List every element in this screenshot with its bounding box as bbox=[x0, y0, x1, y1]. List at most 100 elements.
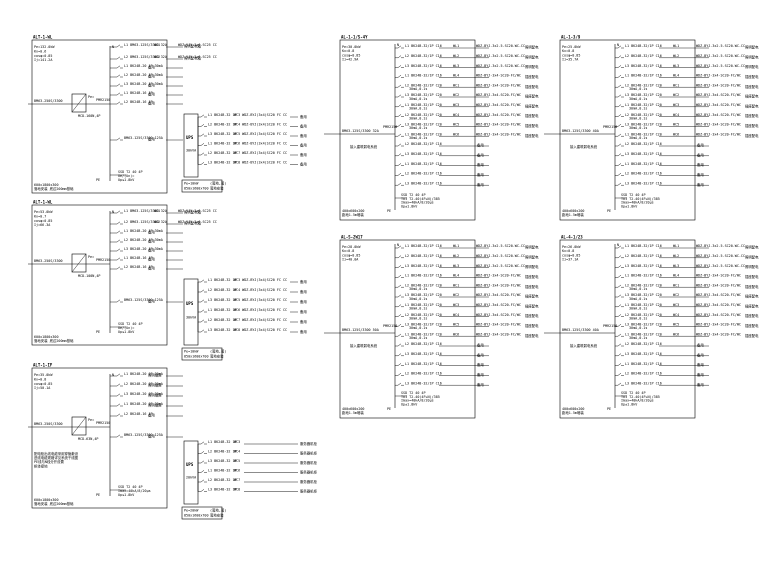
switch-blade bbox=[617, 245, 622, 249]
ups-breaker: L1 BK24B-32 1P bbox=[208, 113, 237, 117]
switch-blade bbox=[200, 133, 205, 137]
switch-blade bbox=[617, 353, 622, 356]
panel-info: cosφ=0.85 bbox=[342, 253, 360, 257]
device-box bbox=[71, 416, 87, 436]
ups-breaker: L2 BK24B-32 1P bbox=[208, 450, 237, 454]
ups-note: 落地安装 bbox=[210, 354, 224, 359]
ups-size-box bbox=[181, 347, 223, 361]
switch-blade bbox=[397, 265, 402, 268]
breaker-symbol bbox=[615, 163, 624, 166]
ups-size: Pe=20kW bbox=[184, 509, 199, 513]
feeder-desc: 备用 bbox=[148, 83, 155, 88]
switch-blade bbox=[617, 104, 622, 107]
branch-desc: 备用 bbox=[697, 382, 704, 387]
switch-blade bbox=[397, 124, 402, 127]
breaker-symbol bbox=[615, 114, 624, 117]
cable-spec: WDZ-BYJ-3x4-SC20-FC/WC bbox=[696, 274, 741, 278]
panel-id: ALT-1-WL bbox=[33, 200, 53, 205]
panel-id: AL-5-2W17 bbox=[341, 235, 363, 240]
breaker-symbol bbox=[198, 309, 207, 313]
feeder-breaker: L2 BK24B-20 1P 30mA bbox=[124, 382, 163, 386]
spd-label: TUI T2-40(4P+N)/385 bbox=[621, 395, 660, 399]
breaker-symbol bbox=[114, 92, 123, 96]
cable-spec: WDZ-BYJ-3x4-SC20-FC/WC bbox=[476, 313, 521, 317]
bus-n-label: N bbox=[397, 243, 399, 247]
ups-box bbox=[183, 440, 199, 505]
panel-mount: 落地安装 底边200mm基础 bbox=[34, 338, 74, 343]
spd-label: Ue/(Un)= bbox=[118, 174, 134, 178]
circuit-number: WL3 bbox=[453, 264, 459, 268]
switch-blade bbox=[617, 94, 622, 98]
spd-label: SSD T2 40 4P bbox=[118, 322, 143, 326]
switch-blade bbox=[116, 137, 121, 141]
cable-spec: WDZ-BYJ-3x2.5-SC20-WC-CC bbox=[696, 244, 745, 248]
branch-desc: 照明配电 bbox=[745, 64, 759, 69]
breaker-symbol bbox=[114, 44, 123, 48]
branch-desc: 插座配电 bbox=[745, 284, 759, 289]
ups-desc: 备用 bbox=[300, 319, 307, 324]
ups-breaker: L2 BK24B-32 1P bbox=[208, 288, 237, 292]
panel-frame bbox=[559, 239, 696, 419]
feeder-desc: 照明配电箱 bbox=[184, 44, 202, 49]
branch-desc: 照明配电 bbox=[745, 54, 759, 59]
device-note: Pe= bbox=[88, 418, 94, 422]
branch-desc: 备用 bbox=[477, 362, 484, 367]
cable-spec: WDZ-BYJ-3x4-SC20-FC/WC bbox=[696, 283, 741, 287]
breaker-symbol bbox=[395, 45, 404, 49]
breaker-symbol bbox=[615, 294, 624, 298]
branch-desc: 插座配电 bbox=[745, 294, 759, 299]
panel-info: Kx=0.7 bbox=[34, 214, 46, 218]
breaker-symbol bbox=[114, 65, 123, 69]
branch-breaker: L3 BK24B-32/1P C20 bbox=[625, 323, 662, 327]
switch-blade bbox=[116, 56, 121, 60]
cable-spec: WDZ-BYJ-3x4-SC20-FC/WC bbox=[696, 303, 741, 307]
switch-blade bbox=[617, 265, 622, 268]
spd-label: SSD T2 40 4P bbox=[401, 193, 426, 197]
feeder-desc: 照明配电箱 bbox=[184, 56, 202, 61]
panel-frame bbox=[339, 239, 476, 419]
branch-breaker: L1 BK24B-32/1P C16 bbox=[625, 74, 662, 78]
panel-info: Pe=53.0kW bbox=[34, 210, 53, 214]
panel-info: Pe=132.0kW bbox=[34, 45, 55, 49]
spd-label: SSD T2 40 4P bbox=[118, 485, 143, 489]
main-label: PMR2150 bbox=[96, 98, 110, 102]
panel-info: Kx=0.8 bbox=[342, 49, 354, 53]
breaker-symbol bbox=[198, 460, 207, 464]
branch-breaker: L1 BK24B-32/1P C16 bbox=[405, 44, 442, 48]
panel-info: Ij=50.1A bbox=[34, 386, 50, 390]
switch-blade bbox=[397, 353, 402, 356]
device-label: MCD-63N,4P bbox=[78, 437, 98, 441]
branch-breaker: L1 BK24B-32/1P C20 bbox=[625, 332, 662, 336]
circuit-number: WC2 bbox=[154, 55, 160, 59]
branch-desc: 插座配电 bbox=[525, 333, 539, 338]
switch-blade bbox=[397, 294, 402, 298]
circuit-number: WC1 bbox=[453, 283, 459, 287]
breaker-symbol bbox=[395, 255, 404, 259]
cable-spec: WDZ-BYJ-3x4-SC20-FC/WC bbox=[696, 332, 741, 336]
branch-breaker: L2 BK24B-32/1P C16 bbox=[625, 142, 662, 146]
bus-pe-label: PE bbox=[96, 178, 100, 182]
ups-breaker: L3 BK24B-32 1P bbox=[208, 488, 237, 492]
breaker-symbol bbox=[395, 373, 404, 376]
switch-blade bbox=[617, 143, 622, 147]
branch-desc: 备用 bbox=[697, 182, 704, 187]
breaker-symbol bbox=[198, 289, 207, 293]
branch-desc: 照明配电 bbox=[525, 254, 539, 259]
feeder-breaker: L1 BM63-125S/3300 32A bbox=[124, 43, 167, 47]
branch-desc: 插座配电 bbox=[525, 123, 539, 128]
panel-mount: 距地1.5m暗装 bbox=[562, 410, 584, 415]
branch-desc: 插座配电 bbox=[745, 74, 759, 79]
spd-label: TUI T2-40(4P+N)/385 bbox=[621, 197, 660, 201]
switch-blade bbox=[617, 284, 622, 288]
branch-breaker: L1 BK24B-32/1P C20 bbox=[405, 332, 442, 336]
branch-breaker: L2 BK24B-32/1P C20 bbox=[405, 113, 442, 117]
circuit-number: WC2 bbox=[453, 93, 459, 97]
panel-id: AL-1-3/9 bbox=[561, 35, 581, 40]
branch-rcd: 30mA,0.1s bbox=[409, 107, 427, 111]
panel-mount: 距地1.5m暗装 bbox=[342, 410, 364, 415]
panel-info: cosφ=0.85 bbox=[562, 253, 580, 257]
device-box bbox=[71, 253, 87, 273]
branch-breaker: L1 BK24B-32/1P C16 bbox=[405, 362, 442, 366]
breaker-symbol bbox=[615, 333, 624, 337]
breaker-symbol bbox=[198, 162, 207, 165]
